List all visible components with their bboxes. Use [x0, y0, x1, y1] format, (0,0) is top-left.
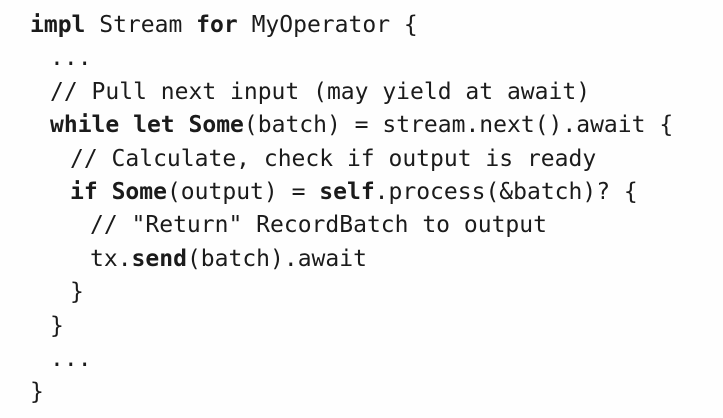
code-line: } — [30, 310, 723, 343]
keyword-token: Some — [188, 112, 244, 139]
code-token — [98, 179, 112, 205]
keyword-token: let — [133, 112, 175, 139]
code-token: // Calculate, check if output is ready — [70, 145, 597, 172]
code-token — [175, 112, 189, 138]
code-token: ... — [50, 45, 92, 72]
keyword-token: impl — [30, 12, 86, 38]
code-line: // Pull next input (may yield at await) — [30, 76, 723, 109]
code-token — [119, 112, 133, 138]
code-line: while let Some(batch) = stream.next().aw… — [30, 109, 723, 142]
code-line: // Calculate, check if output is ready — [30, 143, 723, 176]
code-token: (batch) = stream.next().await { — [243, 112, 674, 139]
keyword-token: send — [131, 245, 187, 272]
keyword-token: Some — [111, 178, 167, 205]
code-line: if Some(output) = self.process(&batch)? … — [30, 176, 723, 209]
code-token: (batch).await — [186, 245, 367, 272]
keyword-token: for — [196, 12, 238, 38]
code-line: impl Stream for MyOperator { — [30, 9, 723, 42]
code-line: // "Return" RecordBatch to output — [30, 209, 723, 242]
code-token: // "Return" RecordBatch to output — [90, 212, 547, 239]
code-line: tx.send(batch).await — [30, 243, 723, 276]
code-line: } — [30, 376, 723, 409]
code-token: } — [30, 379, 44, 406]
code-token: (output) = — [166, 178, 320, 205]
code-line: } — [30, 276, 723, 309]
code-token: Stream — [85, 12, 197, 38]
code-token: .process(&batch)? { — [374, 178, 638, 205]
code-token: } — [70, 279, 84, 306]
code-token: tx. — [90, 245, 132, 272]
code-line: ... — [30, 343, 723, 376]
code-token: ... — [50, 345, 92, 372]
code-token: } — [50, 312, 64, 339]
keyword-token: self — [319, 178, 375, 205]
code-token: // Pull next input (may yield at await) — [50, 78, 591, 105]
keyword-token: if — [70, 178, 98, 205]
keyword-token: while — [50, 112, 120, 139]
code-line: ... — [30, 42, 723, 75]
code-token: MyOperator { — [237, 12, 418, 38]
